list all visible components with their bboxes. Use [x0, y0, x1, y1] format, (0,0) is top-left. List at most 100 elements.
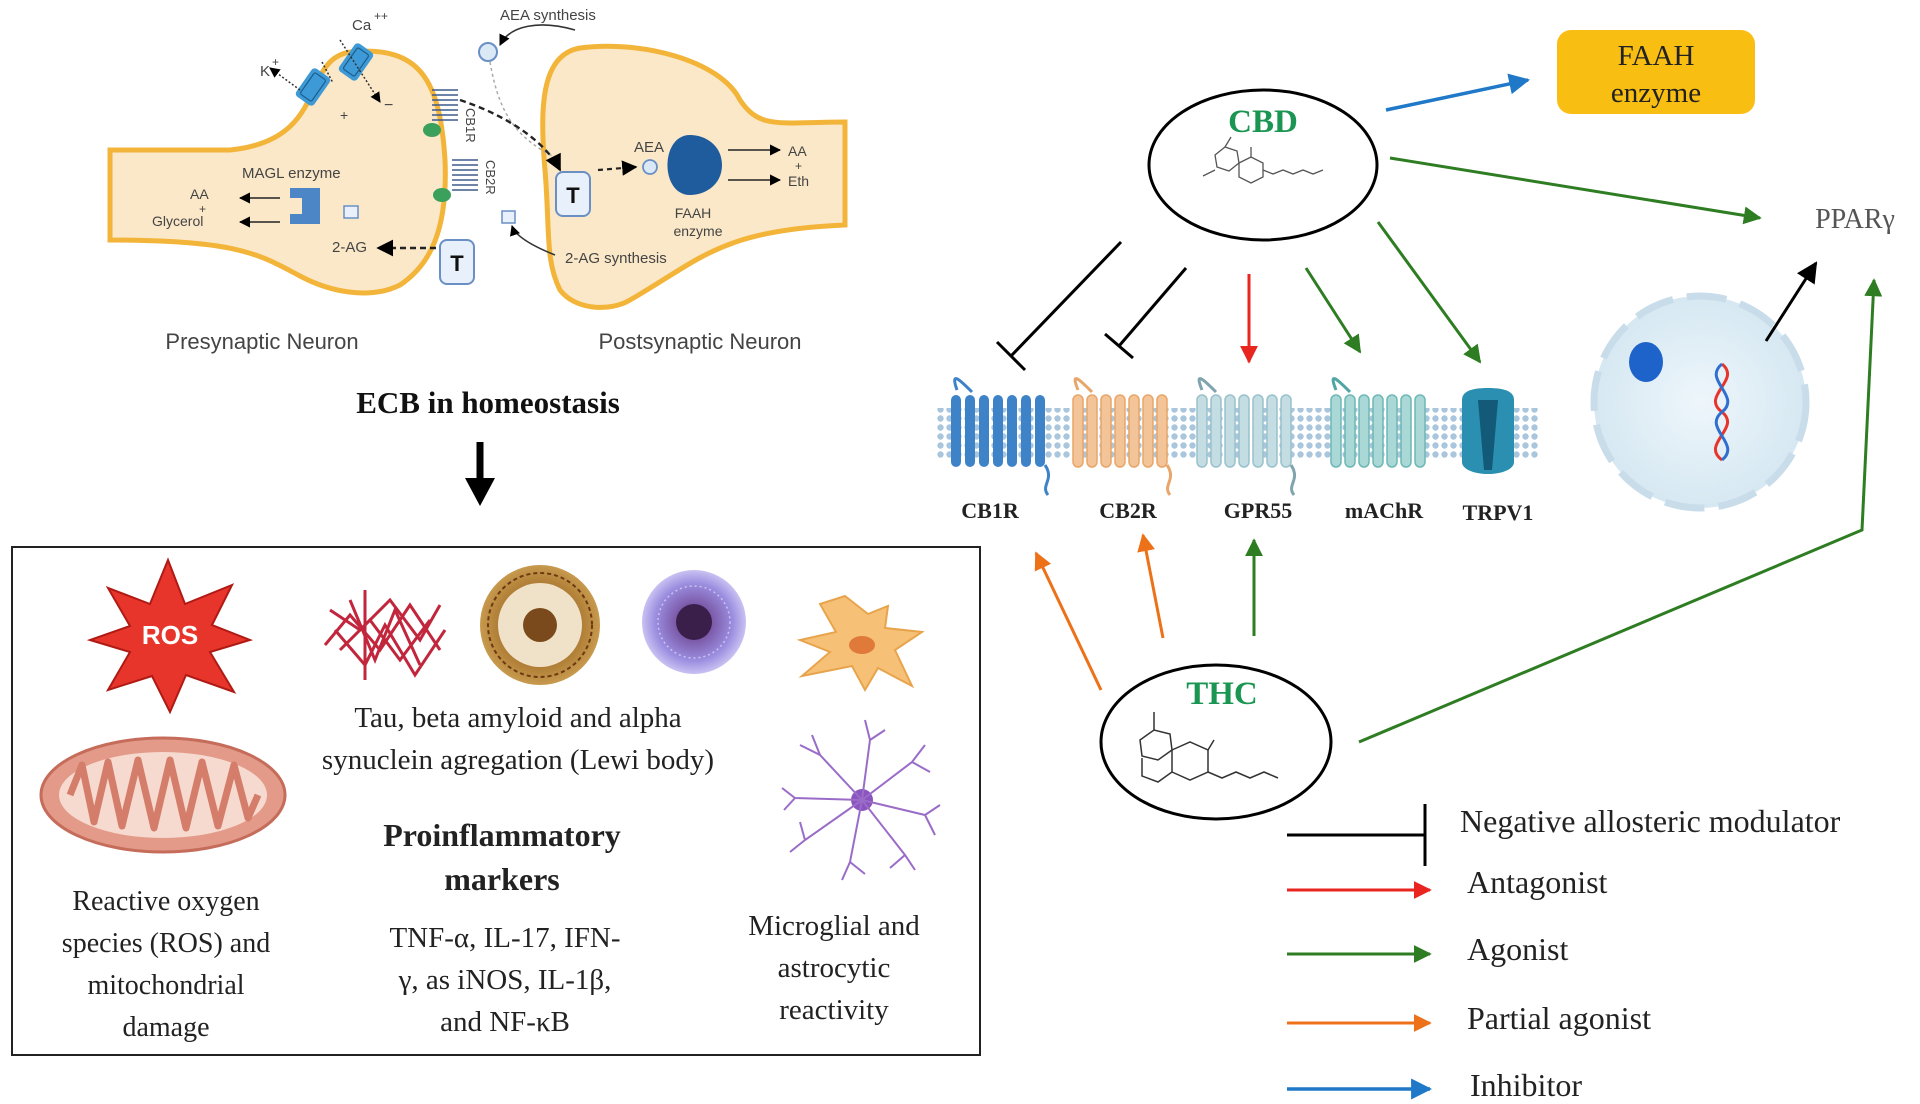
aea-molecule-icon: [478, 42, 498, 62]
cb1r-receptor-icon: [432, 89, 458, 121]
aea-synthesis-label: AEA synthesis: [500, 7, 596, 24]
trpv1-channel: [1462, 388, 1514, 474]
thc-ellipse: [1099, 663, 1333, 821]
faah-box: [1557, 30, 1755, 114]
tau-tangle-icon: [323, 590, 447, 680]
cbd-nam-cb2r: [1104, 267, 1188, 360]
ros-text-line3: mitochondrial: [87, 970, 244, 1001]
magl-enzyme-icon: [290, 188, 320, 224]
cb2r-receptor-icon: [452, 159, 478, 191]
proinflammatory-section: Proinflammatory markers TNF-α, IL-17, IF…: [383, 817, 621, 1038]
lewy-body-icon: [642, 570, 746, 674]
receptor-label-machr: mAChR: [1345, 498, 1424, 523]
faah-enzyme-icon: [667, 135, 722, 195]
magl-aa: AA: [190, 186, 209, 202]
cb1r-small-label: CB1R: [463, 108, 478, 143]
ros-description: Reactive oxygen species (ROS) and mitoch…: [62, 886, 270, 1043]
glia-text-line1: Microglial and: [748, 910, 920, 942]
thc-label: THC: [1186, 676, 1258, 712]
k-label: K: [260, 63, 270, 80]
receptor-label-cb1r: CB1R: [961, 498, 1020, 523]
receptor-label-gpr55: GPR55: [1224, 498, 1292, 523]
transporter-post-label: T: [566, 183, 580, 208]
postsynaptic-label: Postsynaptic Neuron: [599, 329, 802, 354]
aea-label: AEA: [634, 139, 664, 156]
plus-sign: +: [340, 107, 348, 123]
nucleus-icon: [1590, 292, 1810, 512]
magl-glycerol: Glycerol: [152, 213, 203, 229]
legend-item-inhibitor: Inhibitor: [1287, 1067, 1582, 1103]
faah-box-line2: enzyme: [1611, 77, 1701, 109]
legend-label-nam: Negative allosteric modulator: [1460, 803, 1841, 839]
ros-text-line2: species (ROS) and: [62, 928, 270, 959]
minus-sign: −: [384, 97, 393, 114]
legend-label-antagonist: Antagonist: [1467, 864, 1608, 900]
ros-text-line1: Reactive oxygen: [72, 886, 259, 917]
down-arrow-icon: [465, 478, 495, 506]
ros-text-line4: damage: [122, 1012, 209, 1043]
cbd-label: CBD: [1228, 104, 1298, 140]
aggregation-text-line2: synuclein agregation (Lewi body): [322, 744, 714, 776]
cbd-agonist-machr: [1304, 267, 1362, 354]
transporter-pre-icon: T: [439, 239, 475, 285]
legend-item-nam: Negative allosteric modulator: [1287, 803, 1841, 866]
magl-label: MAGL enzyme: [242, 165, 341, 182]
proinflam-title-line2: markers: [444, 861, 560, 897]
microglia-icon: [796, 594, 925, 693]
faah-plus: +: [795, 159, 802, 173]
faah-aa: AA: [788, 143, 807, 159]
cb2r-receptor: [1072, 377, 1173, 496]
amyloid-plaque-icon: [480, 565, 600, 685]
g-protein-icon-2: [433, 188, 451, 202]
faah-box-line1: FAAH: [1618, 40, 1695, 72]
faah-small-line1: FAAH: [675, 205, 712, 221]
faah-small-line2: enzyme: [673, 223, 722, 239]
machr-receptor: [1330, 377, 1426, 468]
ion-channel-ca-icon: [338, 43, 374, 81]
legend-item-partial: Partial agonist: [1287, 1000, 1651, 1036]
mitochondria-icon: [39, 736, 287, 854]
two-ag-label: 2-AG: [332, 239, 367, 256]
legend-label-partial: Partial agonist: [1467, 1000, 1651, 1036]
transporter-pre-label: T: [450, 251, 464, 276]
aggregation-text-line1: Tau, beta amyloid and alpha: [354, 702, 681, 734]
two-ag-synthesis-label: 2-AG synthesis: [565, 250, 667, 267]
synapse-illustration: Ca ++ K + + − AEA synthesis CB1R CB2R: [107, 7, 848, 354]
transporter-post-icon: T: [555, 171, 591, 217]
proinflam-title-line1: Proinflammatory: [383, 817, 621, 853]
ecb-title: ECB in homeostasis: [356, 385, 620, 420]
cbd-structure-icon: [1202, 136, 1324, 184]
gpr55-receptor: [1196, 377, 1297, 496]
ros-badge: ROS: [142, 620, 198, 650]
thc-structure-icon: [1139, 712, 1279, 783]
legend-item-agonist: Agonist: [1287, 931, 1568, 967]
thc-partial-cb2r: [1137, 533, 1165, 639]
cbd-agonist-trpv1: [1376, 221, 1482, 364]
faah-eth: Eth: [788, 173, 809, 189]
cb1r-receptor: [951, 377, 1051, 496]
k-charge: +: [272, 55, 279, 69]
nucleus-to-ppar-arrow: [1764, 261, 1818, 342]
glia-text-line2: astrocytic: [778, 952, 891, 984]
ion-channel-k-icon: [295, 68, 331, 106]
cbd-to-ppar-arrow: [1389, 156, 1762, 225]
presynaptic-label: Presynaptic Neuron: [165, 329, 358, 354]
glia-description: Microglial and astrocytic reactivity: [748, 910, 920, 1026]
receptor-label-trpv1: TRPV1: [1463, 500, 1534, 525]
magl-plus: +: [199, 202, 206, 216]
ros-starburst-icon: ROS: [86, 557, 254, 715]
proinflam-list-line1: TNF-α, IL-17, IFN-: [389, 922, 620, 954]
legend-label-agonist: Agonist: [1467, 931, 1568, 967]
legend-item-antagonist: Antagonist: [1287, 864, 1608, 900]
legend-label-inhibitor: Inhibitor: [1470, 1067, 1582, 1103]
thc-partial-cb1r: [1034, 551, 1103, 691]
cbd-inhibits-faah-arrow: [1385, 73, 1531, 112]
ppar-label: PPARγ: [1815, 204, 1895, 235]
ca-label: Ca: [352, 17, 372, 34]
proinflam-list-line3: and NF-κB: [440, 1006, 570, 1038]
thc-agonist-ppar: [1358, 278, 1883, 744]
astrocyte-icon: [781, 719, 941, 881]
ca-charge: ++: [374, 9, 388, 23]
cbd-nam-cb1r: [995, 240, 1123, 372]
